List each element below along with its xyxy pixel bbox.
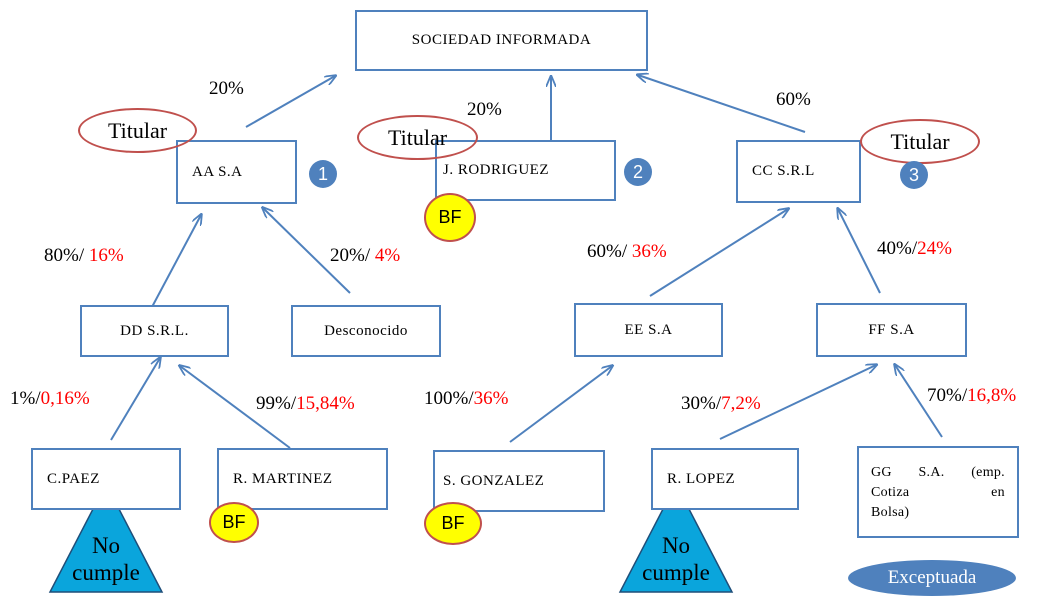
node-dd-srl: DD S.R.L.: [80, 305, 229, 357]
pct-rmartinez-a: 99%/: [256, 393, 297, 414]
no-cumple-label-1: No cumple: [51, 532, 161, 586]
no-cumple-2-line1: No: [661, 533, 691, 558]
gg-line-3: Bolsa): [871, 505, 910, 520]
number-badge-3: 3: [900, 161, 928, 189]
pct-dd: 80%/ 16%: [44, 245, 124, 267]
node-s-gonzalez: S. GONZALEZ: [433, 450, 605, 512]
pct-rmartinez-b: 15,84%: [296, 393, 355, 414]
arrow-dd-to-aa: [151, 215, 201, 308]
arrow-desconocido-to-aa: [263, 208, 351, 294]
gg-line-1: GG S.A. (emp.: [871, 465, 1005, 480]
pct-ff: 40%/24%: [877, 238, 952, 260]
pct-gg-a: 70%/: [927, 385, 968, 406]
exceptuada-badge: Exceptuada: [848, 560, 1016, 596]
no-cumple-triangle-1: [48, 482, 164, 593]
pct-dd-a: 80%/: [44, 245, 85, 266]
titular-ellipse-2: Titular: [357, 115, 478, 160]
arrow-rmartinez-to-dd: [180, 366, 291, 449]
pct-cc: 60%: [776, 89, 811, 110]
pct-cpaez-a: 1%/: [10, 388, 41, 409]
pct-desc-a: 20%/: [330, 245, 371, 266]
bf-badge-rodriguez: BF: [424, 193, 476, 242]
pct-sgonzalez-a: 100%/: [424, 388, 474, 409]
node-desconocido: Desconocido: [291, 305, 441, 357]
pct-ff-a: 40%/: [877, 238, 918, 259]
arrow-rlopez-to-ff: [719, 365, 876, 440]
titular-ellipse-3: Titular: [860, 119, 980, 164]
pct-cpaez-b: 0,16%: [40, 388, 90, 409]
arrow-ff-to-cc: [838, 209, 881, 294]
bf-badge-gonzalez: BF: [424, 502, 482, 545]
no-cumple-1-line1: No: [91, 533, 121, 558]
pct-gg: 70%/16,8%: [927, 385, 1016, 407]
pct-cpaez: 1%/0,16%: [10, 388, 90, 410]
pct-ff-b: 24%: [917, 238, 952, 259]
node-c-paez: C.PAEZ: [31, 448, 181, 510]
gg-line-2a: Cotiza: [871, 485, 910, 500]
node-ff-sa: FF S.A: [816, 303, 967, 357]
no-cumple-triangle-2: [618, 482, 734, 593]
arrow-cc-to-sociedad: [638, 75, 806, 133]
pct-dd-b: 16%: [88, 245, 124, 266]
arrow-sgonzalez-to-ee: [509, 366, 612, 443]
pct-desc-b: 4%: [374, 245, 401, 266]
pct-ee-a: 60%/: [587, 241, 628, 262]
number-badge-1: 1: [309, 160, 337, 188]
node-aa-sa: AA S.A: [176, 140, 297, 204]
node-r-martinez: R. MARTINEZ: [217, 448, 388, 510]
node-gg-sa: GG S.A. (emp. Cotiza en Bolsa): [857, 446, 1019, 538]
pct-gg-b: 16,8%: [967, 385, 1017, 406]
node-cc-srl: CC S.R.L: [736, 140, 861, 203]
pct-rlopez-a: 30%/: [681, 393, 722, 414]
no-cumple-label-2: No cumple: [621, 532, 731, 586]
arrow-ee-to-cc: [649, 209, 788, 297]
pct-sgonzalez-b: 36%: [473, 388, 509, 409]
pct-rlopez: 30%/7,2%: [681, 393, 761, 415]
pct-sgonzalez: 100%/36%: [424, 388, 508, 410]
pct-jr: 20%: [467, 99, 502, 120]
number-badge-2: 2: [624, 158, 652, 186]
no-cumple-1-line2: cumple: [72, 560, 140, 585]
titular-ellipse-1: Titular: [78, 108, 197, 153]
arrow-aa-to-sociedad: [245, 76, 335, 128]
pct-aa: 20%: [209, 78, 244, 99]
gg-line-2b: en: [991, 485, 1005, 500]
pct-ee-b: 36%: [631, 241, 667, 262]
gg-line-2: Cotiza en: [871, 483, 1005, 503]
pct-rmartinez: 99%/15,84%: [256, 393, 355, 415]
node-r-lopez: R. LOPEZ: [651, 448, 799, 510]
pct-rlopez-b: 7,2%: [721, 393, 761, 414]
pct-desconocido: 20%/ 4%: [330, 245, 400, 267]
node-ee-sa: EE S.A: [574, 303, 723, 357]
arrow-cpaez-to-dd: [110, 358, 160, 441]
node-sociedad-informada: SOCIEDAD INFORMADA: [355, 10, 648, 71]
pct-ee: 60%/ 36%: [587, 241, 667, 263]
bf-badge-martinez: BF: [209, 502, 259, 543]
no-cumple-2-line2: cumple: [642, 560, 710, 585]
arrow-gg-to-ff: [895, 365, 943, 438]
